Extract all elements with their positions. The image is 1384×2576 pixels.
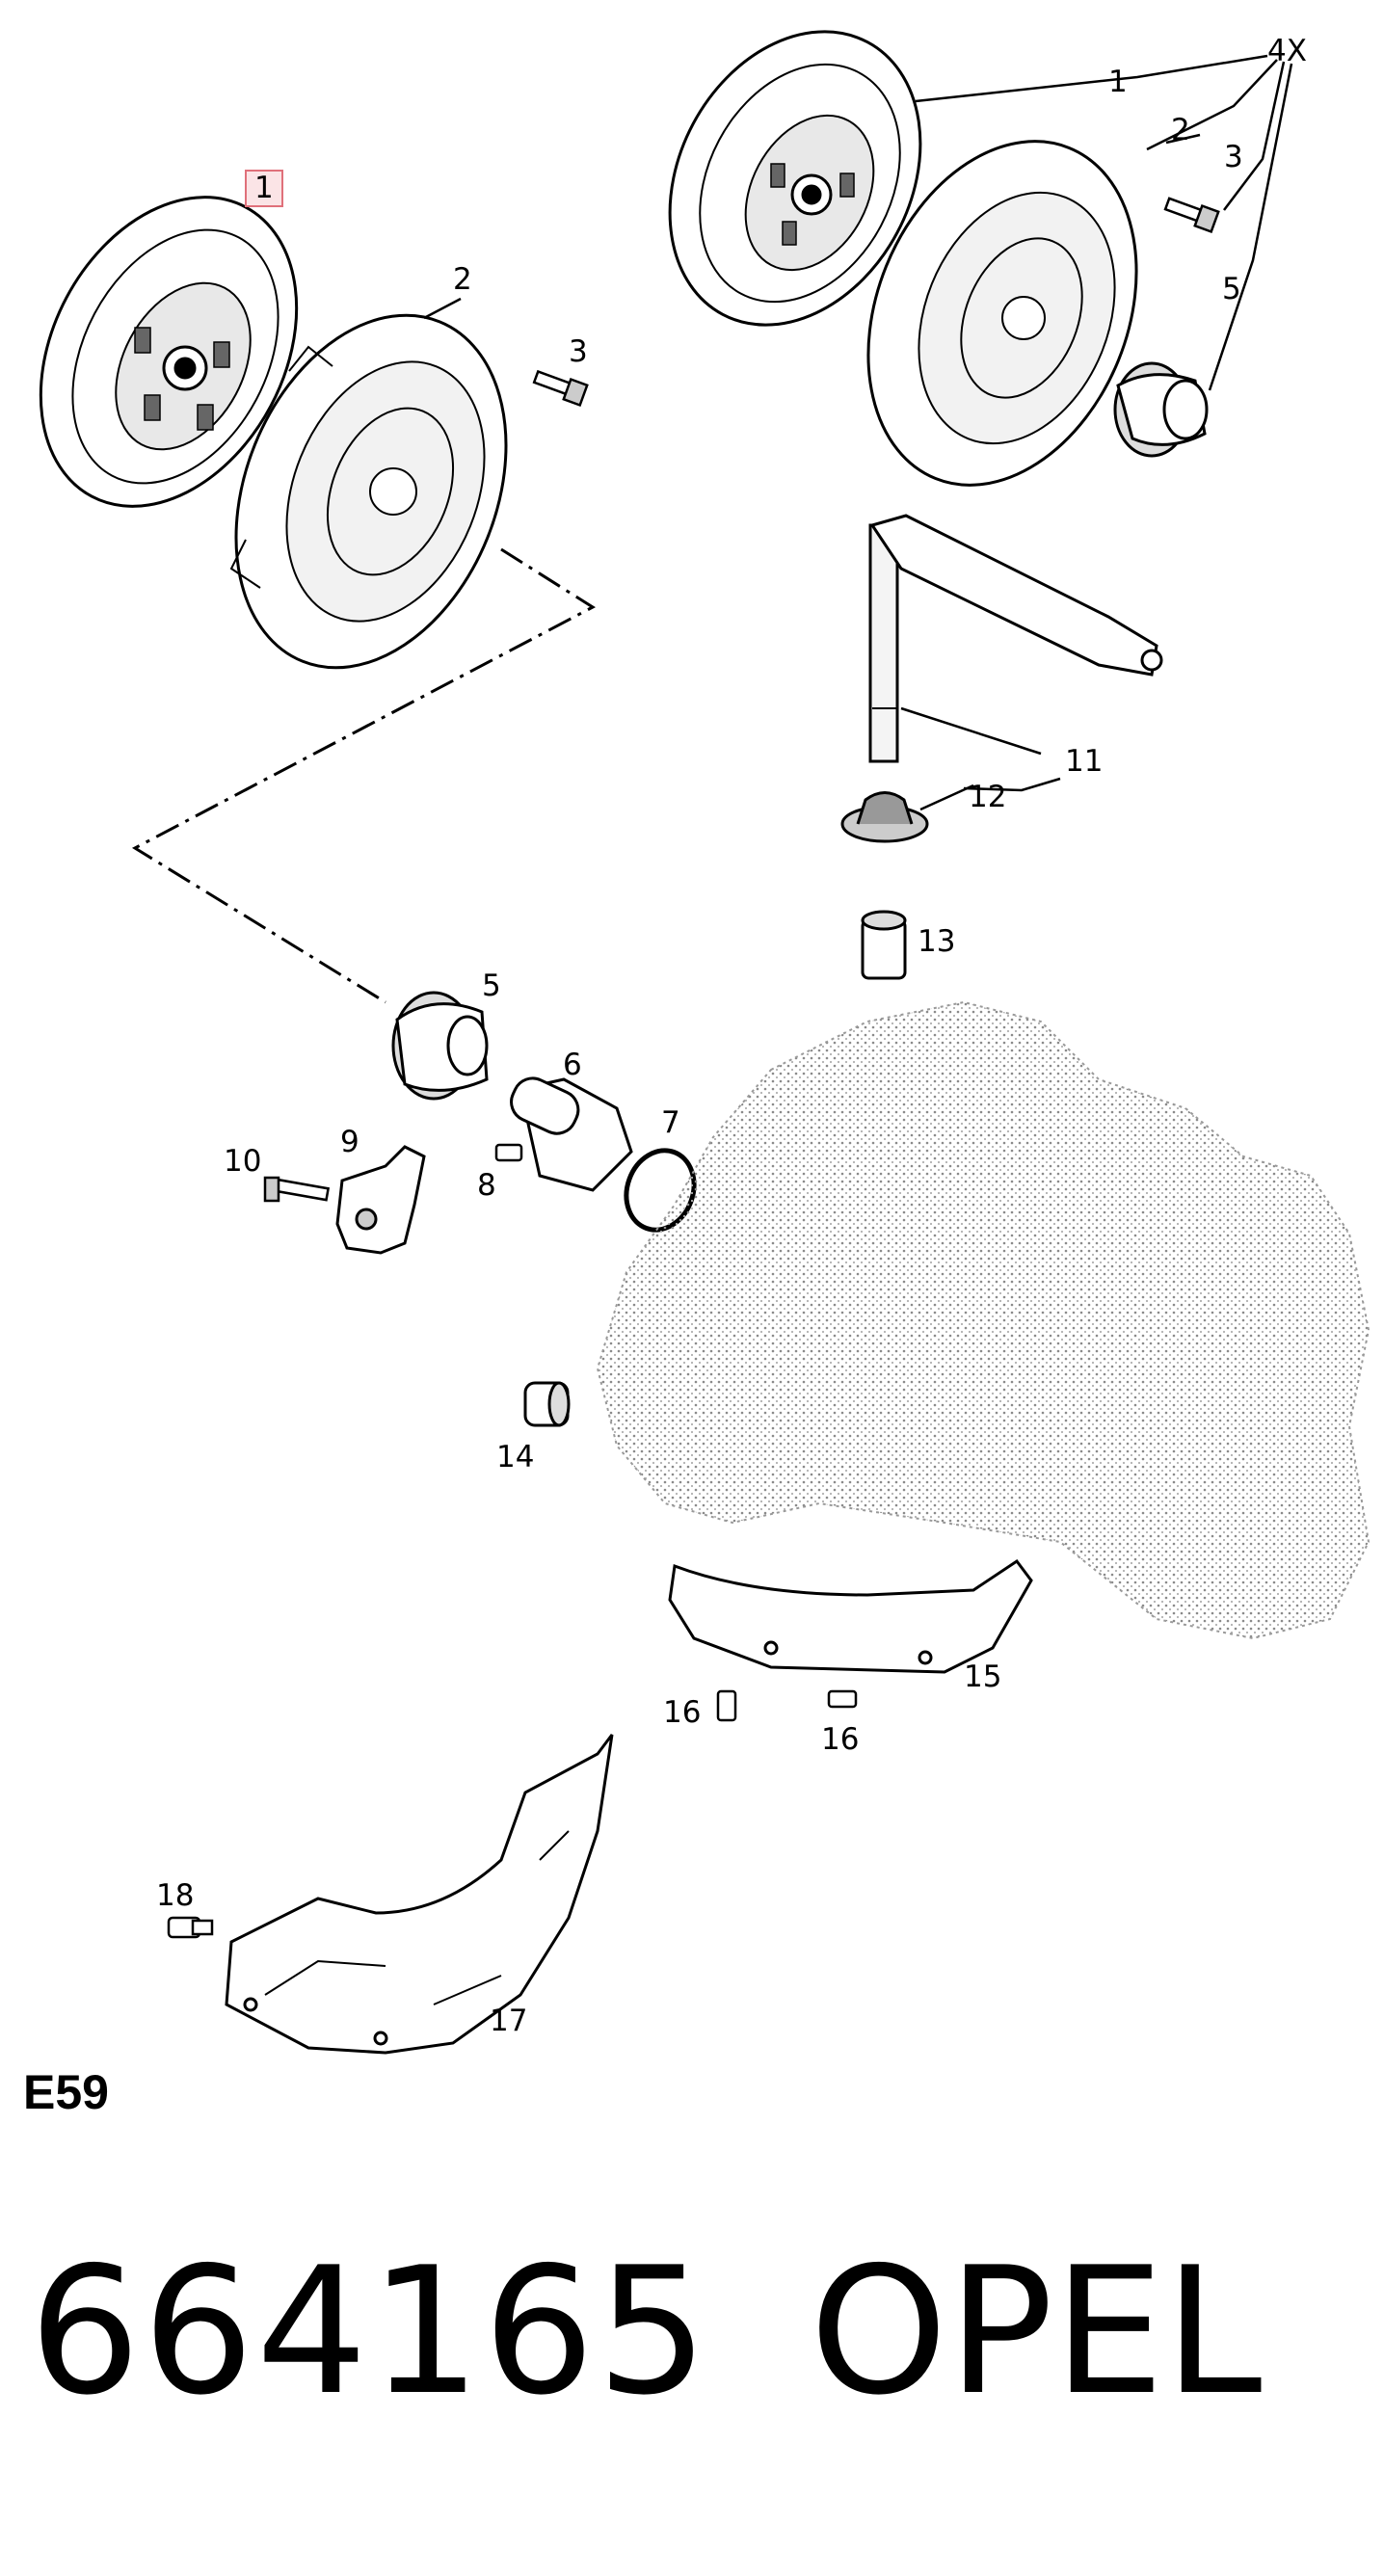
clutch-disc-left — [39, 196, 299, 508]
bolt-18 — [167, 1916, 214, 1939]
callout-16-right[interactable]: 16 — [821, 1722, 860, 1757]
figure-code: E59 — [23, 2065, 109, 2119]
bolt-16-left — [716, 1689, 737, 1722]
callout-1-top-left[interactable]: 1 — [245, 170, 283, 207]
bolt-left — [532, 369, 589, 408]
flywheel-shield — [225, 1734, 614, 2055]
pilot-bushing — [523, 1381, 571, 1427]
callout-1-top-right[interactable]: 1 — [1108, 65, 1128, 99]
bolt-16-right — [827, 1689, 858, 1709]
callout-11[interactable]: 11 — [1065, 744, 1104, 779]
leader-lines — [423, 54, 1293, 811]
callout-6[interactable]: 6 — [563, 1048, 582, 1082]
lower-cover — [668, 1558, 1033, 1674]
callout-2-top-right[interactable]: 2 — [1171, 113, 1190, 147]
callout-3-top-right[interactable]: 3 — [1224, 140, 1243, 174]
callout-13[interactable]: 13 — [918, 924, 956, 959]
callout-15[interactable]: 15 — [964, 1660, 1002, 1694]
callout-17[interactable]: 17 — [490, 2004, 528, 2038]
callout-10[interactable]: 10 — [224, 1144, 262, 1179]
bolt-10 — [263, 1176, 331, 1203]
callout-18[interactable]: 18 — [156, 1878, 195, 1913]
release-shaft — [868, 514, 1163, 763]
callout-9[interactable]: 9 — [340, 1125, 359, 1159]
release-bearing-mid — [391, 991, 489, 1101]
callout-14[interactable]: 14 — [496, 1440, 535, 1474]
release-fork — [335, 1145, 426, 1255]
pressure-plate-right — [866, 140, 1138, 487]
pressure-plate-left — [229, 313, 508, 670]
callout-2-top-left[interactable]: 2 — [453, 262, 472, 297]
clutch-disc-right — [668, 30, 922, 327]
callout-12[interactable]: 12 — [969, 780, 1007, 814]
part-number: 664165 — [29, 2229, 710, 2433]
brand-name: OPEL — [810, 2229, 1263, 2433]
guide-sleeve — [510, 1076, 633, 1192]
shaft-bushing — [840, 791, 929, 843]
bolt-8 — [494, 1143, 523, 1162]
transmission-housing — [596, 1000, 1371, 1640]
bolt-right — [1163, 197, 1220, 234]
callout-3-top-left[interactable]: 3 — [569, 334, 588, 369]
callout-4x[interactable]: 4X — [1267, 34, 1307, 68]
callout-8[interactable]: 8 — [477, 1168, 496, 1203]
upper-bushing — [861, 910, 907, 980]
callout-5-mid[interactable]: 5 — [482, 969, 501, 1003]
alignment-line — [131, 547, 596, 1004]
callout-7[interactable]: 7 — [661, 1105, 680, 1140]
callout-16-left[interactable]: 16 — [663, 1695, 702, 1730]
release-bearing-right — [1113, 361, 1209, 458]
callout-5-top-right[interactable]: 5 — [1222, 272, 1241, 306]
